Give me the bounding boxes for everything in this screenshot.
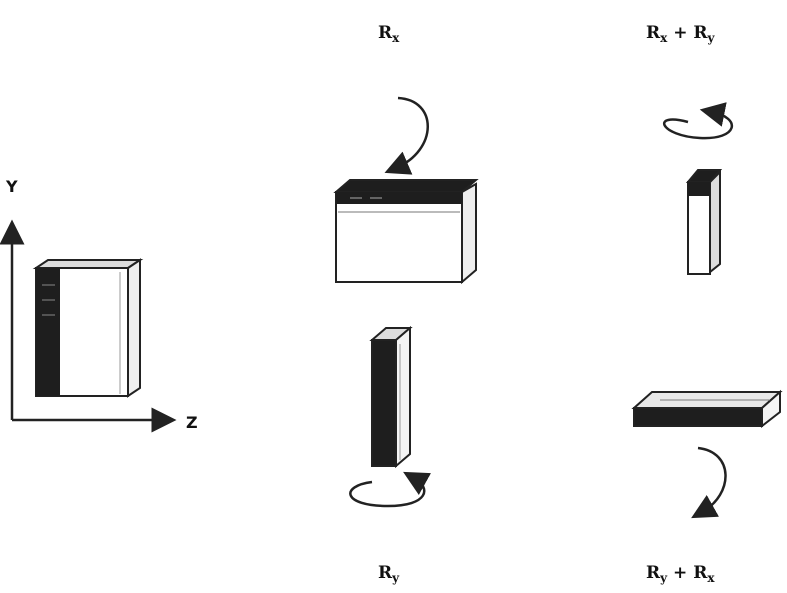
rx-ry-group bbox=[662, 102, 733, 275]
ry-book bbox=[369, 325, 413, 469]
y-axis-label: Y bbox=[5, 177, 18, 196]
ry-rotation-arrow bbox=[349, 471, 432, 508]
label-ry: Ry bbox=[378, 563, 400, 585]
z-axis-label: Z bbox=[186, 413, 198, 432]
ry-rx-book bbox=[631, 389, 783, 429]
rx-ry-rotation-arrow bbox=[662, 102, 733, 140]
axes: Y Z bbox=[0, 177, 198, 433]
rx-book bbox=[333, 179, 479, 285]
rx-rotation-arrow bbox=[384, 96, 429, 175]
ry-group bbox=[349, 325, 432, 508]
label-rx-plus-ry: Rx + Ry bbox=[646, 23, 716, 45]
rx-group bbox=[333, 96, 479, 285]
label-rx: Rx bbox=[378, 23, 400, 45]
rx-ry-book bbox=[685, 169, 723, 275]
ry-rx-group bbox=[631, 389, 783, 519]
ry-rx-rotation-arrow bbox=[691, 446, 727, 519]
reference-book bbox=[32, 258, 144, 398]
label-ry-plus-rx: Ry + Rx bbox=[646, 563, 715, 585]
